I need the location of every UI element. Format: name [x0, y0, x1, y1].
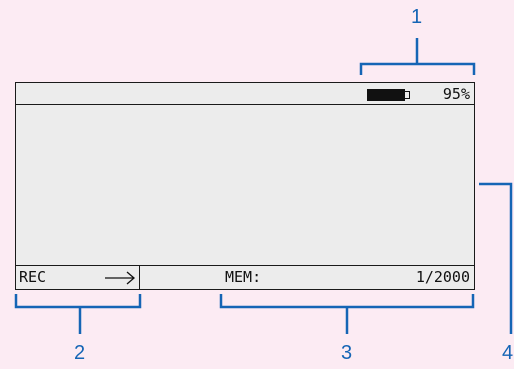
memory-label: MEM: — [225, 268, 262, 286]
battery-percentage: 95% — [442, 85, 470, 103]
callout-4-leader — [479, 182, 513, 334]
status-bar: 95% — [16, 83, 474, 105]
battery-terminal — [405, 91, 410, 99]
rec-indicator: REC — [16, 266, 140, 289]
callout-number-2: 2 — [74, 342, 86, 364]
memory-count: 1/2000 — [415, 268, 470, 286]
callout-number-4: 4 — [502, 342, 514, 364]
battery-icon — [367, 89, 405, 101]
device-screen: 95% REC MEM: 1/2000 — [15, 82, 475, 290]
callout-1-bracket — [359, 62, 476, 75]
rec-label: REC — [19, 268, 47, 286]
bottom-status-bar: REC MEM: 1/2000 — [16, 265, 474, 289]
right-arrow-icon — [105, 271, 135, 285]
callout-number-1: 1 — [411, 6, 423, 28]
callout-2-bracket — [14, 294, 142, 309]
callout-3-bracket — [219, 294, 475, 309]
callout-number-3: 3 — [341, 342, 353, 364]
